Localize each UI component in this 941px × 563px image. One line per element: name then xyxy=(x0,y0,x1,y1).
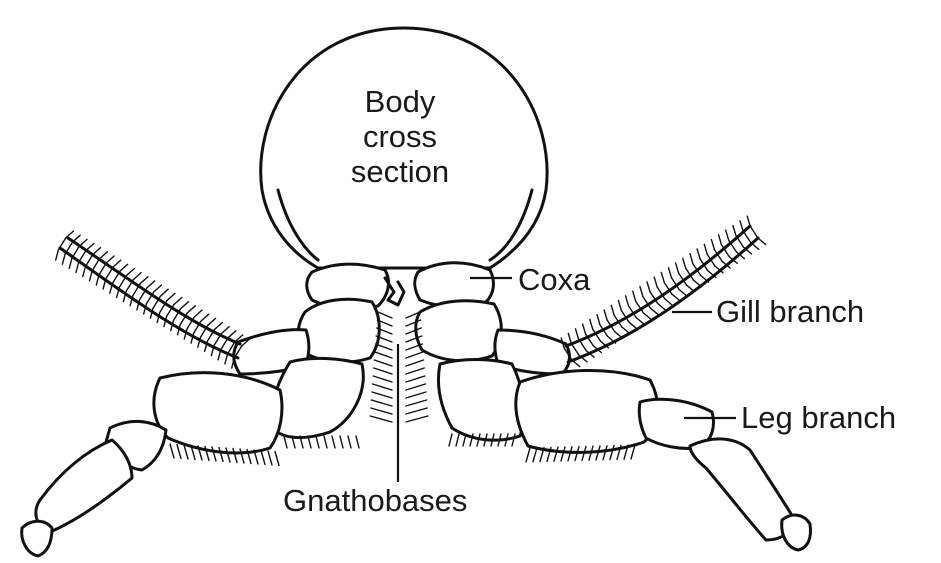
coxa-label: Coxa xyxy=(518,264,590,295)
right-gill-branch xyxy=(561,216,766,367)
body-label-line-1: Body xyxy=(330,86,470,117)
leg-branch-label: Leg branch xyxy=(741,402,896,433)
body-label-line-2: cross xyxy=(330,121,470,152)
gnathobases-label: Gnathobases xyxy=(283,485,467,516)
left-gill-branch xyxy=(56,231,250,368)
gill-branch-label: Gill branch xyxy=(716,296,864,327)
body-label-line-3: section xyxy=(330,156,470,187)
body-cross-section-label: Body cross section xyxy=(330,86,470,187)
